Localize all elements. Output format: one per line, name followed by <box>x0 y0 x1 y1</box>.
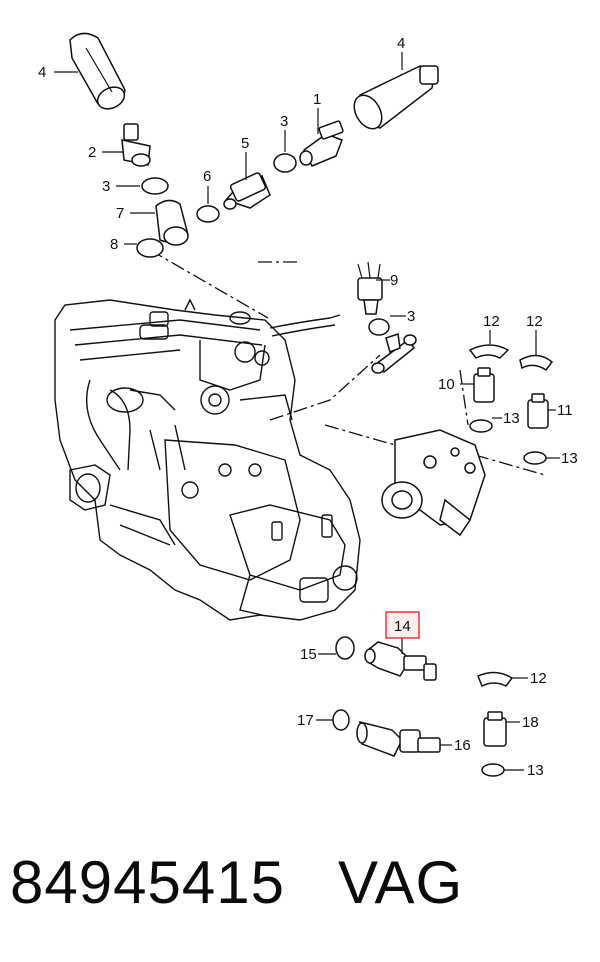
callout-10: 10 <box>438 376 455 393</box>
callout-7: 7 <box>116 205 124 222</box>
callout-9: 9 <box>390 272 398 289</box>
callout-2: 2 <box>88 144 96 161</box>
callout-13-a: 13 <box>503 410 520 427</box>
callout-17: 17 <box>297 712 314 729</box>
callout-12-c: 12 <box>530 670 547 687</box>
coolant-flange <box>381 429 486 537</box>
callout-13-c: 13 <box>527 762 544 779</box>
part-12-clip-b <box>519 354 554 372</box>
callout-3-a: 3 <box>102 178 110 195</box>
callout-16: 16 <box>454 737 471 754</box>
part-16-sensor <box>356 721 441 757</box>
part-12-clip-c <box>477 671 514 688</box>
t-fitting <box>371 333 417 374</box>
callout-15: 15 <box>300 646 317 663</box>
callout-4-left: 4 <box>38 64 46 81</box>
part-1-sensor <box>299 120 344 167</box>
callout-12-a: 12 <box>483 313 500 330</box>
callout-3-b: 3 <box>280 113 288 130</box>
part-5-sensor <box>223 172 271 210</box>
part-3-washer-c <box>368 318 390 336</box>
part-6-washer <box>196 205 220 223</box>
callout-11: 11 <box>557 402 573 419</box>
part-7-fitting <box>155 199 189 246</box>
part-11-sensor <box>527 393 549 429</box>
part-2-sensor <box>121 123 151 167</box>
callout-12-b: 12 <box>526 313 543 330</box>
leader-lines <box>54 52 560 771</box>
assembly-lines <box>149 249 546 476</box>
callout-5: 5 <box>241 135 249 152</box>
callout-18: 18 <box>522 714 539 731</box>
part-12-clip-a <box>468 344 510 359</box>
part-10-sensor <box>473 367 495 403</box>
part-13-washer-b <box>523 451 547 465</box>
part-13-washer-a <box>469 419 493 433</box>
callout-1: 1 <box>313 91 321 108</box>
part-4-sleeve-right <box>353 65 439 130</box>
part-4-sleeve-left <box>69 32 126 110</box>
part-3-washer-b <box>273 153 297 173</box>
part-13-washer-c <box>481 763 505 777</box>
callout-3-c: 3 <box>407 308 415 325</box>
part-17-washer <box>332 709 350 731</box>
part-3-washer-a <box>141 177 169 195</box>
part-18-sensor <box>483 711 507 747</box>
callout-8: 8 <box>110 236 118 253</box>
part-9-sensor <box>357 261 383 315</box>
part-number: 84945415 <box>10 849 285 916</box>
callouts: 4 2 3 7 8 6 5 3 1 4 9 3 12 12 10 11 13 1… <box>38 35 578 779</box>
callout-4-right: 4 <box>397 35 405 52</box>
part-14-sensor <box>364 641 437 681</box>
part-15-washer <box>335 636 355 660</box>
callout-13-b: 13 <box>561 450 578 467</box>
footer-part-number-line: 84945415 VAG <box>10 838 463 928</box>
exploded-parts-diagram: 4 2 3 7 8 6 5 3 1 4 9 3 12 12 10 11 13 1… <box>38 32 578 779</box>
callout-14-highlight-box <box>385 611 420 639</box>
callout-6: 6 <box>203 168 211 185</box>
callout-14: 14 <box>394 618 411 635</box>
brand-name: VAG <box>337 849 464 916</box>
engine-gearbox-illustration <box>54 298 361 621</box>
part-8-washer <box>136 238 164 258</box>
